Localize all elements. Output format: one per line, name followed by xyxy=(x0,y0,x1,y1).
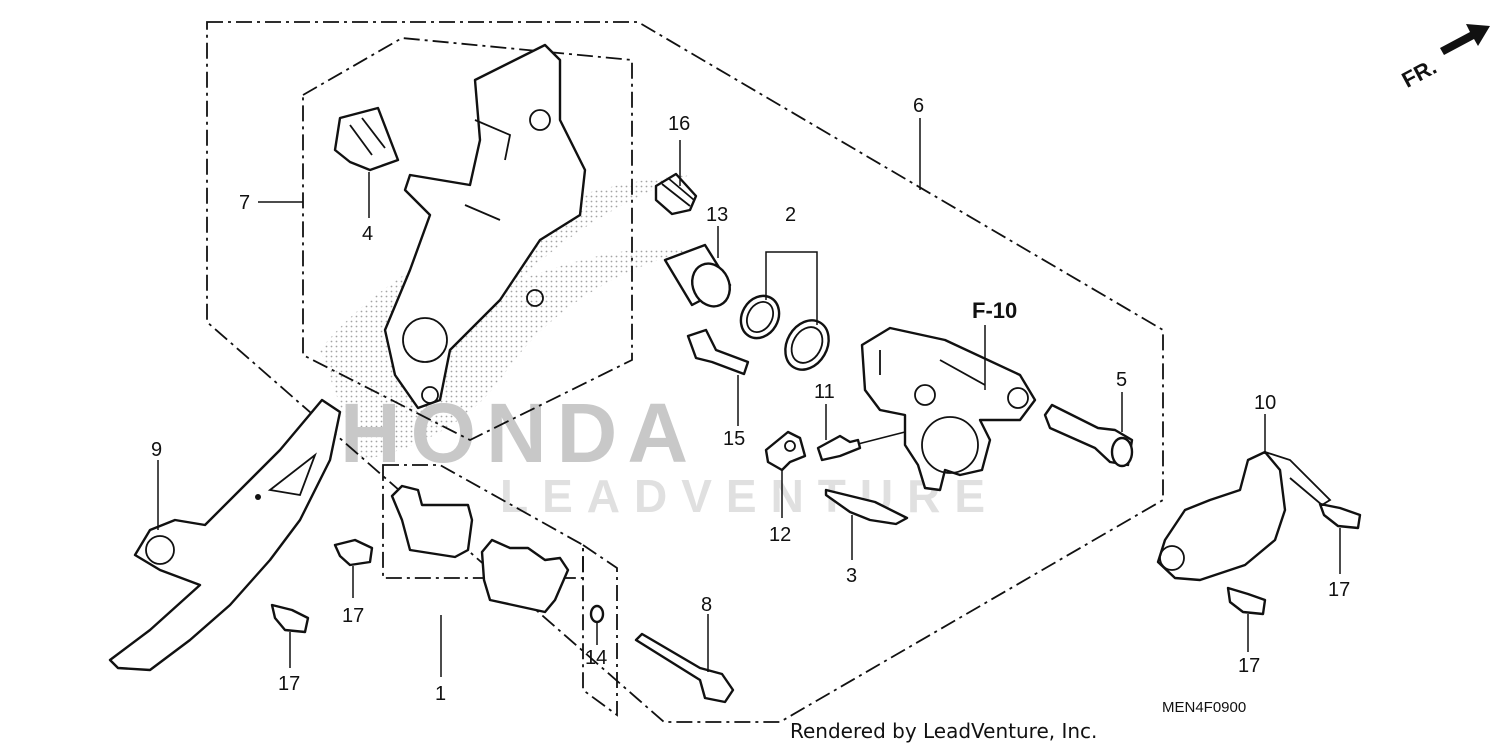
callout-17-b: 17 xyxy=(278,673,300,695)
callout-17-d: 17 xyxy=(1238,655,1260,677)
callout-8: 8 xyxy=(701,594,712,616)
part-pad-pin[interactable] xyxy=(634,632,735,704)
part-bleeder-cap[interactable] xyxy=(654,172,698,216)
callout-3: 3 xyxy=(846,565,857,587)
callout-10: 10 xyxy=(1254,392,1276,414)
callout-7: 7 xyxy=(239,192,250,214)
direction-label: FR. xyxy=(1398,54,1441,93)
part-flange-bolt-d[interactable] xyxy=(1226,586,1267,616)
callout-17-c: 17 xyxy=(1328,579,1350,601)
callout-4: 4 xyxy=(362,223,373,245)
part-shim[interactable] xyxy=(589,604,605,624)
part-caliper-guard[interactable] xyxy=(1156,450,1332,582)
part-brake-pad-set[interactable] xyxy=(390,484,570,614)
footer-credit: Rendered by LeadVenture, Inc. xyxy=(790,719,1097,743)
callout-15: 15 xyxy=(723,428,745,450)
assembly-outline-6 xyxy=(206,21,1164,723)
arrow-right-icon xyxy=(1440,24,1490,55)
watermark-sub: LEADVENTURE xyxy=(500,470,999,522)
callout-5: 5 xyxy=(1116,369,1127,391)
assembly-outline-7 xyxy=(302,37,633,442)
part-caliper-bracket[interactable] xyxy=(383,43,587,410)
front-direction-indicator: FR. xyxy=(1398,24,1490,93)
callout-2: 2 xyxy=(785,204,796,226)
leader-lines xyxy=(157,118,1341,677)
callout-13: 13 xyxy=(706,204,728,226)
part-flange-bolt-b[interactable] xyxy=(270,603,310,634)
part-flange-bolt-a[interactable] xyxy=(333,538,374,567)
part-caliper-body[interactable] xyxy=(860,326,1037,492)
part-pad-spring[interactable] xyxy=(333,106,400,172)
part-bleeder-screw[interactable] xyxy=(816,431,906,462)
part-flange-bolt-c[interactable] xyxy=(1318,502,1362,530)
part-disc-guard[interactable] xyxy=(108,398,342,672)
reference-code: F-10 xyxy=(972,298,1017,323)
callout-1: 1 xyxy=(435,683,446,705)
callout-14: 14 xyxy=(585,647,607,669)
part-pin-bolt[interactable] xyxy=(1043,403,1134,468)
callout-6: 6 xyxy=(913,95,924,117)
callouts: 7 4 16 13 2 6 F-10 5 11 15 12 3 10 9 17 … xyxy=(151,95,1350,705)
part-slide-pin[interactable] xyxy=(686,328,750,376)
callout-11: 11 xyxy=(814,381,835,403)
callout-16: 16 xyxy=(668,113,690,135)
part-hose-clamp[interactable] xyxy=(764,430,807,472)
diagram-code: MEN4F0900 xyxy=(1162,699,1246,716)
part-piston[interactable] xyxy=(663,243,737,313)
assembly-outline-14 xyxy=(582,543,618,717)
callout-9: 9 xyxy=(151,439,162,461)
part-seal-set[interactable] xyxy=(733,289,837,378)
part-pad-retainer[interactable] xyxy=(824,488,909,526)
callout-17-a: 17 xyxy=(342,605,364,627)
callout-12: 12 xyxy=(769,524,791,546)
